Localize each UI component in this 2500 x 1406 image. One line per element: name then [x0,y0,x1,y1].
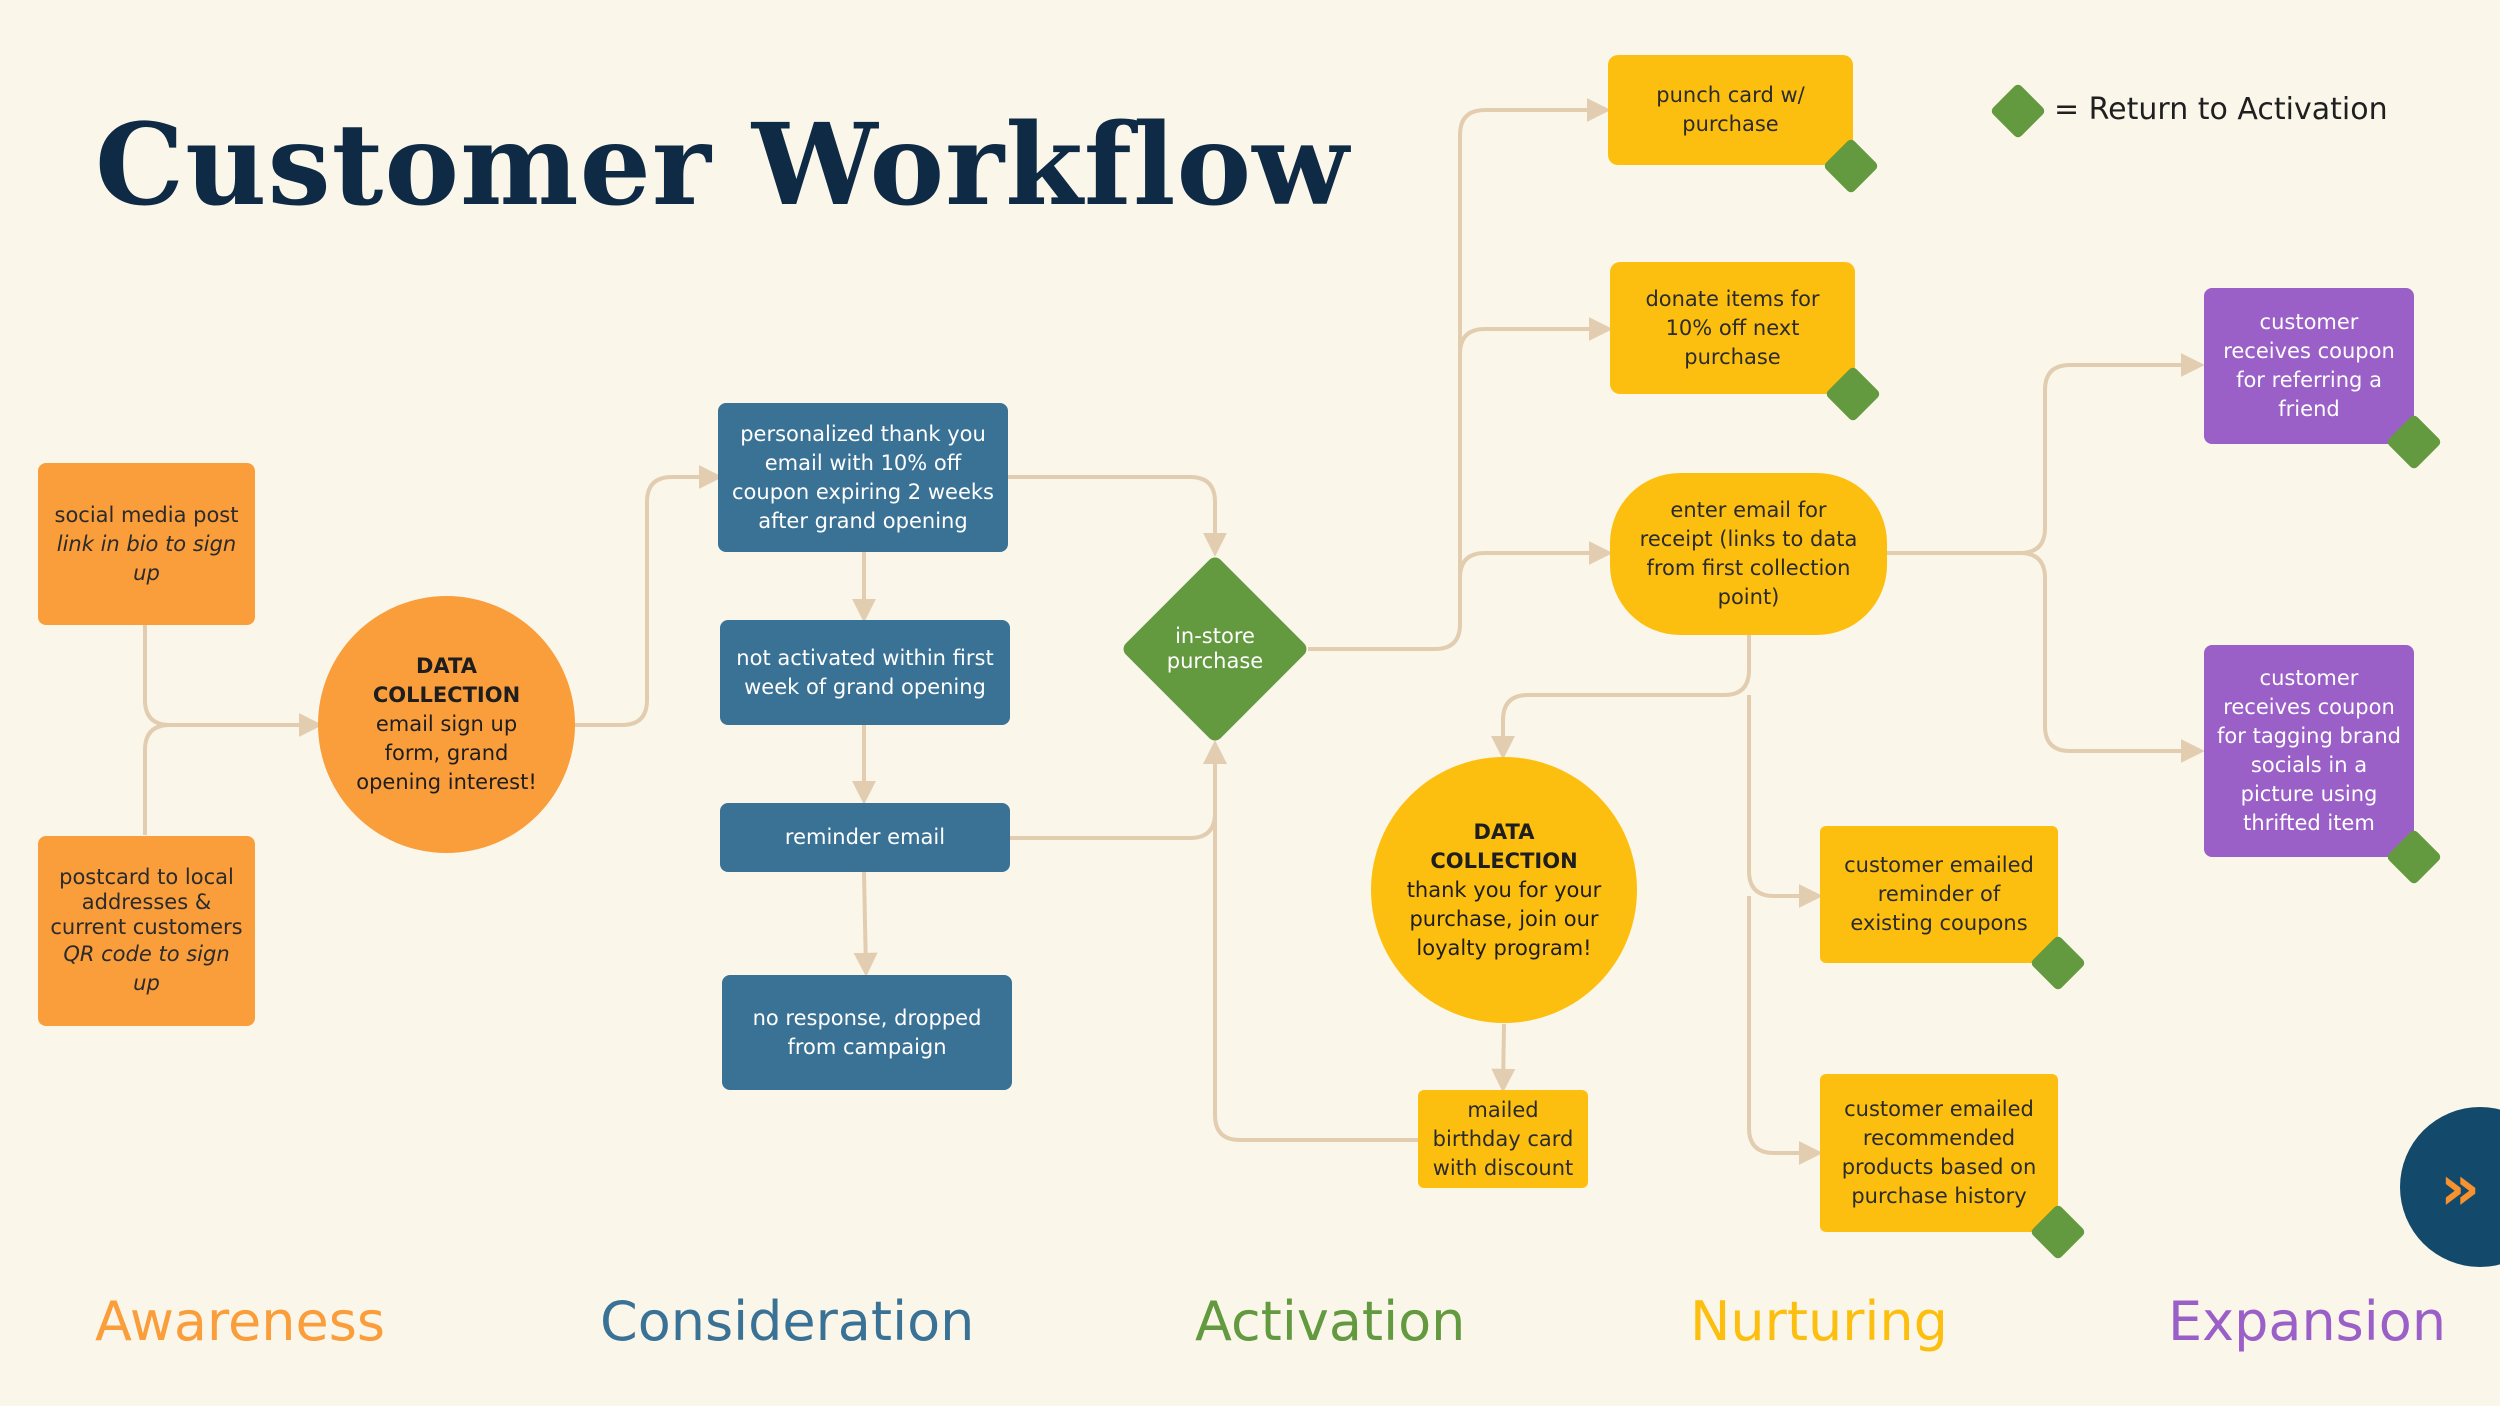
receipt-email-label: enter email for receipt (links to data f… [1639,498,1858,609]
decision-label-line2: purchase [1166,649,1264,673]
coupons-reminder-box: customer emailed reminder of existing co… [1820,826,2058,963]
stage-label-awareness: Awareness [95,1290,385,1353]
thank-you-email-box: personalized thank you email with 10% of… [718,403,1008,552]
donate-items-box: donate items for 10% off next purchase [1610,262,1855,394]
double-chevron-right-icon: » [2440,1150,2480,1224]
postcard-note: QR code to sign up [63,941,230,995]
decision-label-line1: in-store [1175,624,1255,648]
no-response-label: no response, dropped from campaign [752,1005,982,1059]
receipt-email-box: enter email for receipt (links to data f… [1610,473,1887,635]
awareness-data-collection-circle: DATA COLLECTION email sign up form, gran… [318,596,575,853]
tagging-coupon-box: customer receives coupon for tagging bra… [2204,645,2414,857]
connector-purchase-to-donate [1458,317,1613,355]
postcard-box: postcard to local addresses & current cu… [38,836,255,1026]
postcard-label: postcard to local addresses & current cu… [50,864,243,939]
no-response-box: no response, dropped from campaign [722,975,1012,1090]
awareness-data-collection-heading: DATA COLLECTION [372,654,521,707]
loyalty-data-collection-body: thank you for your purchase, join our lo… [1406,877,1602,960]
connector-loyalty-to-birthday [1491,1023,1516,1093]
connector-receipt-to-tagging [2019,551,2205,763]
awareness-data-collection-body: email sign up form, grand opening intere… [356,712,537,794]
not-activated-box: not activated within first week of grand… [720,620,1010,725]
connector-receipt-to-coupons [1747,695,1823,908]
connector-receipt-to-loyalty [1491,635,1751,760]
social-media-post-label: social media post [54,502,239,527]
reminder-email-label: reminder email [784,825,946,849]
in-store-purchase-decision: in-store purchase [1120,554,1310,744]
legend-label: = Return to Activation [2054,92,2388,127]
referral-coupon-label: customer receives coupon for referring a… [2223,310,2395,421]
connector-reminder-to-noresponse [853,871,878,977]
connector-social-to-collection [143,625,323,737]
thank-you-email-label: personalized thank you email with 10% of… [732,421,994,533]
loyalty-data-collection-circle: DATA COLLECTION thank you for your purch… [1371,757,1637,1023]
page-title: Customer Workflow [95,100,1350,231]
connector-thankyou-to-purchase [1008,475,1227,557]
punch-card-box: punch card w/ purchase [1608,55,1853,165]
social-media-post-box: social media post link in bio to sign up [38,463,255,625]
connector-purchase-to-receipt [1458,541,1613,579]
tagging-coupon-label: customer receives coupon for tagging bra… [2217,666,2401,835]
connector-collection-to-thankyou [575,465,723,727]
reminder-email-box: reminder email [720,803,1010,872]
stage-label-consideration: Consideration [600,1290,975,1353]
referral-coupon-box: customer receives coupon for referring a… [2204,288,2414,444]
connector-postcard-to-collection [143,723,171,835]
connector-birthday-to-purchase [1203,740,1418,1142]
stage-label-expansion: Expansion [2168,1290,2447,1353]
loyalty-data-collection-heading: DATA COLLECTION [1430,819,1578,873]
recommended-products-box: customer emailed recommended products ba… [1820,1074,2058,1232]
stage-label-activation: Activation [1195,1290,1466,1353]
connector-receipt-to-referral [1887,353,2205,555]
connector-receipt-to-recommended [1747,896,1823,1165]
recommended-products-label: customer emailed recommended products ba… [1841,1097,2037,1208]
punch-card-label: punch card w/ purchase [1656,83,1805,136]
connector-reminder-to-purchase [1010,740,1227,840]
not-activated-label: not activated within first week of grand… [736,645,994,699]
donate-items-label: donate items for 10% off next purchase [1645,286,1820,369]
birthday-card-label: mailed birthday card with discount [1432,1097,1574,1180]
stage-label-nurturing: Nurturing [1690,1290,1948,1353]
coupons-reminder-label: customer emailed reminder of existing co… [1844,853,2034,935]
birthday-card-box: mailed birthday card with discount [1418,1090,1588,1188]
connector-purchase-to-punchcard [1308,98,1611,651]
social-media-post-note: link in bio to sign up [56,531,237,585]
